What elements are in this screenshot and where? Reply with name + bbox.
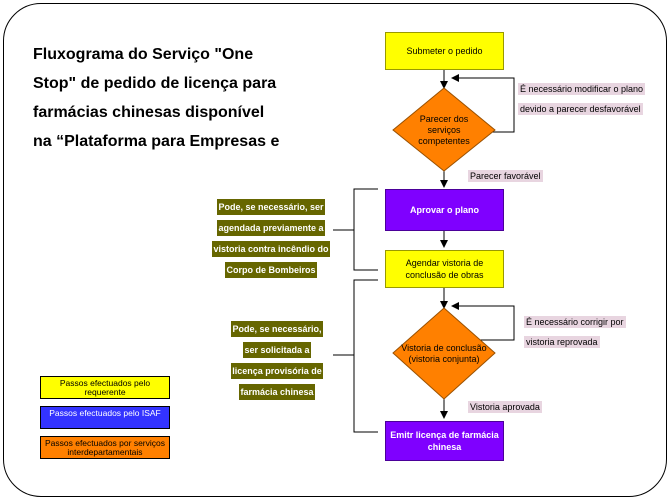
bracket-fire-note <box>353 188 378 271</box>
legend-isaf: Passos efectuados pelo ISAF <box>40 406 170 429</box>
provisional-licence-side-note-text: Pode, se necessário, ser solicitada a li… <box>231 321 323 400</box>
title-line-3: farmácias chinesas disponível <box>33 104 265 121</box>
fire-inspection-side-note-text: Pode, se necessário, ser agendada previa… <box>212 199 330 278</box>
schedule-inspection-step: Agendar vistoria de conclusão de obras <box>385 250 504 288</box>
title-line-2: Stop" de pedido de licença para <box>33 75 277 92</box>
inspection-approved-label: Vistoria aprovada <box>468 401 542 413</box>
review-diamond <box>392 87 496 172</box>
issue-licence-step: Emitr licença de farmácia chinesa <box>385 421 504 461</box>
title-line-4: na “Plataforma para Empresas e <box>33 133 280 150</box>
legend-applicant-label: Passos efectuados pelo requerente <box>59 378 151 397</box>
schedule-inspection-label: Agendar vistoria de conclusão de obras <box>405 258 484 280</box>
legend-applicant: Passos efectuados pelo requerente <box>40 376 170 399</box>
submit-request-step: Submeter o pedido <box>385 32 504 70</box>
title-line-1: Fluxograma do Serviço "One <box>33 46 254 63</box>
legend-interdepartmental: Passos efectuados por serviços interdepa… <box>40 436 170 459</box>
provisional-licence-side-note: Pode, se necessário, ser solicitada a li… <box>228 319 326 403</box>
inspection-diamond <box>392 307 496 400</box>
legend-interdepartmental-label: Passos efectuados por serviços interdepa… <box>44 438 165 457</box>
correct-inspection-note: É necessário corrigir por vistoria repro… <box>524 312 644 352</box>
submit-request-label: Submeter o pedido <box>406 46 483 56</box>
legend-isaf-label: Passos efectuados pelo ISAF <box>49 408 161 418</box>
favorable-review-note: Parecer favorável <box>468 166 568 186</box>
fire-inspection-side-note: Pode, se necessário, ser agendada previa… <box>209 197 333 281</box>
modify-plan-note: É necessário modificar o plano devido a … <box>518 79 660 119</box>
diagram-title: Fluxograma do Serviço "One Stop" de pedi… <box>33 40 301 156</box>
inspection-approved-note: Vistoria aprovada <box>468 397 568 417</box>
issue-licence-label: Emitr licença de farmácia chinesa <box>390 430 499 452</box>
modify-plan-note-line-2: devido a parecer desfavorável <box>518 103 643 115</box>
review-label: Parecer dos serviços competentes <box>418 113 470 146</box>
approve-plan-label: Aprovar o plano <box>409 205 479 215</box>
inspection-label: Vistoria de conclusão (vistoria conjunta… <box>401 343 487 364</box>
bracket-provisional-note <box>353 279 378 433</box>
correct-inspection-note-line-1: É necessário corrigir por <box>524 316 626 328</box>
approve-plan-step: Aprovar o plano <box>385 189 504 231</box>
correct-inspection-note-line-2: vistoria reprovada <box>524 336 600 348</box>
modify-plan-note-line-1: É necessário modificar o plano <box>518 83 646 95</box>
favorable-review-label: Parecer favorável <box>468 170 543 182</box>
